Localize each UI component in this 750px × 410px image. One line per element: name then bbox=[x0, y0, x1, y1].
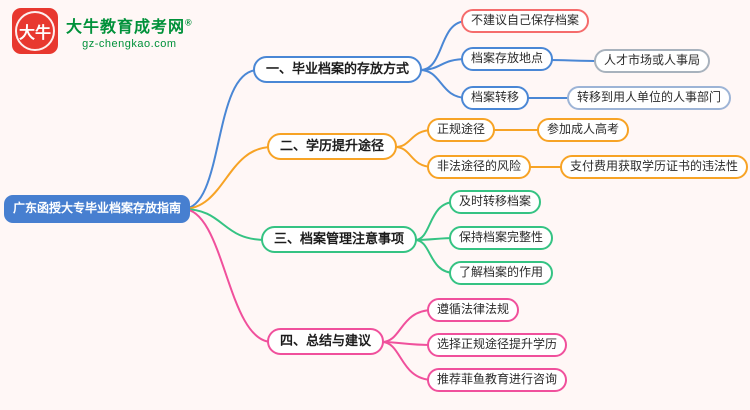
branch2-child-2: 非法途径的风险 bbox=[427, 155, 532, 179]
branch2-grandchild-2: 支付费用获取学历证书的违法性 bbox=[560, 155, 749, 179]
bull-logo-icon: 大牛 bbox=[12, 8, 58, 54]
branch3-child-1: 及时转移档案 bbox=[449, 190, 542, 214]
branch-2-node: 二、学历提升途径 bbox=[267, 133, 398, 160]
connector-child2-grandchild bbox=[548, 59, 601, 62]
connector-branch1-child3 bbox=[419, 69, 468, 99]
connector-branch3-child3 bbox=[414, 239, 456, 274]
branch1-grandchild-2: 人才市场或人事局 bbox=[594, 49, 711, 73]
connector-root-branch-2 bbox=[182, 146, 273, 210]
site-logo: 大牛 大牛教育成考网® gz-chengkao.com bbox=[12, 8, 193, 54]
connector-root-branch-3 bbox=[182, 208, 267, 241]
branch-3-node: 三、档案管理注意事项 bbox=[261, 226, 418, 253]
branch-1-node: 一、毕业档案的存放方式 bbox=[253, 56, 423, 83]
connector-root-branch-1 bbox=[182, 69, 259, 210]
branch1-child-2: 档案存放地点 bbox=[461, 47, 554, 71]
logo-text: 大牛教育成考网® gz-chengkao.com bbox=[66, 13, 193, 50]
connector-branch4-child3 bbox=[381, 341, 434, 381]
branch2-child-1: 正规途径 bbox=[427, 118, 496, 142]
connector-branch1-child1 bbox=[419, 20, 468, 71]
site-domain: gz-chengkao.com bbox=[82, 37, 177, 50]
branch4-child-1: 遵循法律法规 bbox=[427, 298, 520, 322]
branch-4-node: 四、总结与建议 bbox=[267, 328, 385, 355]
branch4-child-2: 选择正规途径提升学历 bbox=[427, 333, 568, 357]
site-name-text: 大牛教育成考网 bbox=[66, 18, 186, 36]
site-name: 大牛教育成考网® bbox=[66, 13, 193, 37]
branch1-child-3: 档案转移 bbox=[461, 86, 530, 110]
connector-root-branch-4 bbox=[182, 208, 273, 343]
logo-icon-text: 大牛 bbox=[18, 25, 51, 42]
branch3-child-2: 保持档案完整性 bbox=[449, 226, 554, 250]
connector-branch4-child1 bbox=[381, 309, 434, 343]
branch4-child-3: 推荐菲鱼教育进行咨询 bbox=[427, 368, 568, 392]
branch2-grandchild-1: 参加成人高考 bbox=[537, 118, 630, 142]
branch1-child-1: 不建议自己保存档案 bbox=[461, 9, 590, 33]
root-node: 广东函授大专毕业档案存放指南 bbox=[4, 195, 191, 223]
branch3-child-3: 了解档案的作用 bbox=[449, 261, 554, 285]
branch1-grandchild-3: 转移到用人单位的人事部门 bbox=[567, 86, 732, 110]
registered-mark: ® bbox=[185, 17, 193, 28]
